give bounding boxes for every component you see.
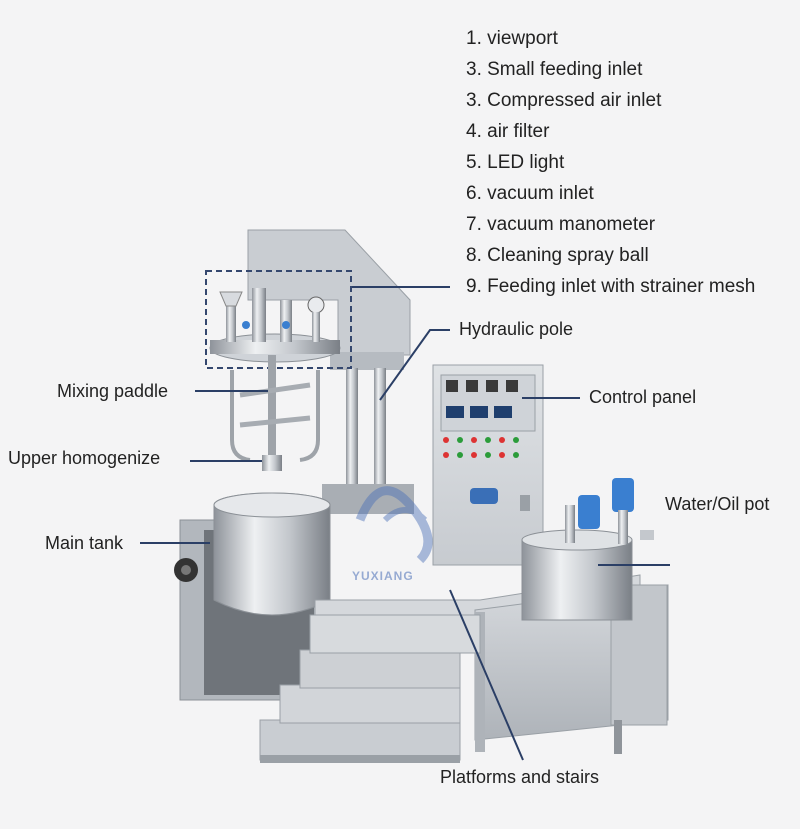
label-water-oil-pot: Water/Oil pot xyxy=(665,494,770,514)
label-mixing-paddle: Mixing paddle xyxy=(57,381,169,401)
legend-item: 1. viewport xyxy=(466,28,558,49)
lift-column xyxy=(247,229,414,514)
mixing-paddle-assembly xyxy=(230,355,320,471)
label-upper-homogenize: Upper homogenize xyxy=(8,448,161,468)
legend-item: 5. LED light xyxy=(466,152,565,173)
motor-icon xyxy=(612,478,634,512)
watermark-logo xyxy=(355,486,433,564)
legend-item: 8. Cleaning spray ball xyxy=(466,245,649,266)
legend-item: 6. vacuum inlet xyxy=(466,183,594,204)
legend-item: 3. Compressed air inlet xyxy=(466,90,662,111)
component-legend: 1. viewport 3. Small feeding inlet 3. Co… xyxy=(466,26,796,305)
motor-icon xyxy=(578,495,600,529)
legend-item: 9. Feeding inlet with strainer mesh xyxy=(466,276,756,297)
vacuum-manometer-icon xyxy=(307,296,325,314)
label-hydraulic-pole: Hydraulic pole xyxy=(459,319,574,339)
stairs xyxy=(259,614,481,763)
control-cabinet xyxy=(432,364,544,566)
leader-lines xyxy=(140,286,670,761)
legend-item: 3. Small feeding inlet xyxy=(466,59,643,80)
upper-homogenizer-head xyxy=(262,455,282,471)
label-platforms-stairs: Platforms and stairs xyxy=(440,767,600,787)
label-control-panel: Control panel xyxy=(589,387,697,407)
hydraulic-pole-left xyxy=(346,368,358,486)
fittings-highlight-box xyxy=(205,270,352,369)
legend-item: 4. air filter xyxy=(466,121,550,142)
label-main-tank: Main tank xyxy=(45,533,124,553)
hydraulic-pole-right xyxy=(374,368,386,486)
tank-lid xyxy=(209,288,341,363)
watermark-text: YUXIANG xyxy=(352,569,414,583)
legend-item: 7. vacuum manometer xyxy=(466,214,656,235)
platform xyxy=(314,574,669,754)
water-oil-pot xyxy=(521,478,654,621)
brand-logo-icon xyxy=(470,488,498,504)
control-buttons xyxy=(443,437,519,458)
